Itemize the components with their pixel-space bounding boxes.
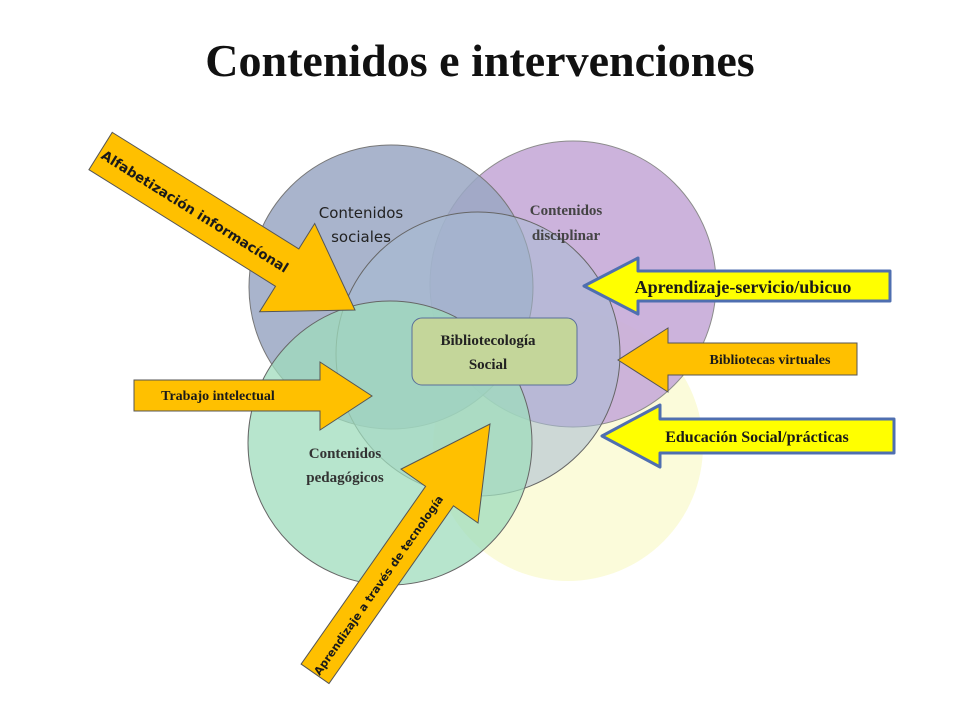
center-box-line2: Social xyxy=(469,357,507,373)
arrow-educacion-social-label: Educación Social/prácticas xyxy=(665,429,849,446)
label-pedagogicos-1: Contenidos xyxy=(309,446,382,462)
arrow-aprendizaje-servicio: Aprendizaje-servicio/ubicuo xyxy=(582,256,892,316)
label-sociales-1: Contenidos xyxy=(319,204,404,222)
arrow-alfabetizacion-label: Alfabetización informacíonal xyxy=(98,148,291,277)
label-disciplinar-2: disciplinar xyxy=(532,228,601,244)
center-box xyxy=(411,317,578,386)
slide-title: Contenidos e intervenciones xyxy=(205,35,755,86)
center-box-line1: Bibliotecología xyxy=(441,333,536,349)
arrow-aprendizaje-servicio-label: Aprendizaje-servicio/ubicuo xyxy=(635,277,852,297)
arrow-bibliotecas-virtuales: Bibliotecas virtuales xyxy=(617,327,858,393)
label-sociales-2: sociales xyxy=(331,228,391,246)
label-disciplinar-1: Contenidos xyxy=(530,203,603,219)
label-pedagogicos-2: pedagógicos xyxy=(306,470,384,486)
arrow-educacion-social: Educación Social/prácticas xyxy=(600,403,896,469)
arrow-trabajo-intelectual: Trabajo intelectual xyxy=(133,361,373,431)
arrow-trabajo-intelectual-label: Trabajo intelectual xyxy=(161,389,275,404)
arrow-bibliotecas-virtuales-label: Bibliotecas virtuales xyxy=(710,353,831,368)
